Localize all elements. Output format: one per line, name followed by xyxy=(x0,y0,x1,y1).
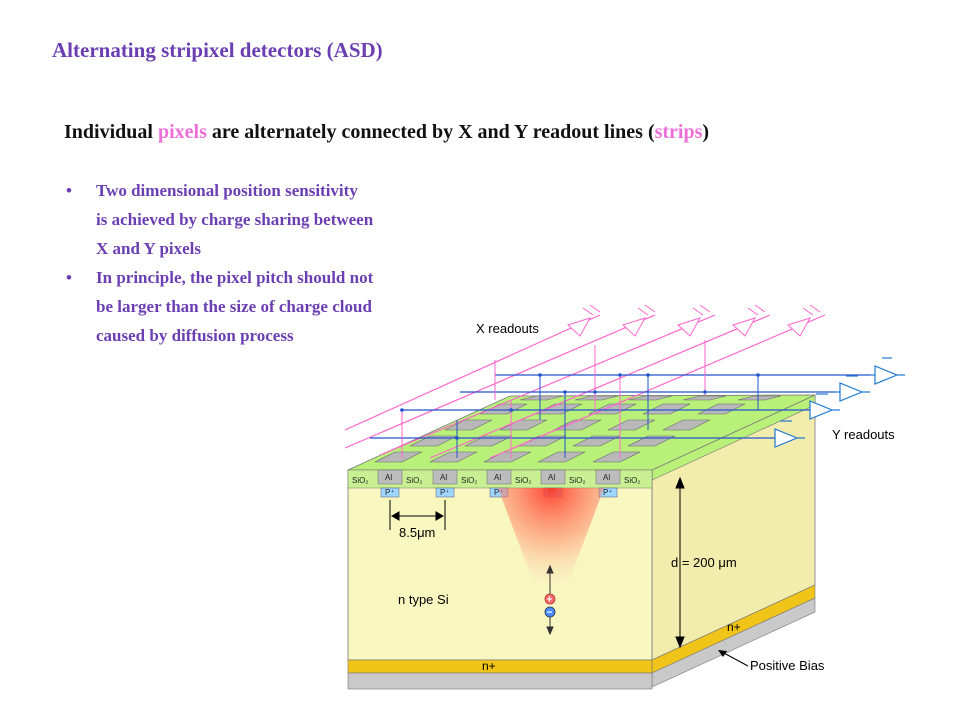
amplifier-icon xyxy=(809,393,840,420)
amplifier-icon xyxy=(622,304,656,337)
pixel xyxy=(374,451,423,463)
surface-cross-section: Al Al Al Al Al SiO₂ SiO₂ SiO₂ SiO₂ SiO₂ … xyxy=(347,469,653,498)
x-readout-line xyxy=(344,314,656,449)
hole-sign: + xyxy=(547,595,553,606)
thickness-dimension xyxy=(675,476,685,649)
aluminum-contact xyxy=(377,469,403,485)
x-readout-lines xyxy=(344,314,826,459)
pixel xyxy=(519,395,564,401)
aluminum-contact xyxy=(595,469,621,485)
pixel xyxy=(537,451,586,463)
charge-cloud xyxy=(498,488,604,600)
n-plus-bottom-label: n+ xyxy=(482,659,496,673)
electron-sign: − xyxy=(547,608,553,619)
front-n-plus-layer xyxy=(347,659,653,674)
sio2-label: SiO₂ xyxy=(624,476,640,485)
pixel xyxy=(534,403,583,415)
x-readout-line xyxy=(429,314,771,459)
amplifier-icon xyxy=(567,304,601,337)
aluminum-contact xyxy=(432,469,458,485)
bullet-item: • Two dimensional position sensitivity i… xyxy=(66,176,506,263)
pixel xyxy=(592,451,641,463)
front-metal-layer xyxy=(347,672,653,690)
bullet-line: be larger than the size of charge cloud xyxy=(96,297,372,316)
amplifier-icon xyxy=(787,304,821,337)
sio2-label: SiO₂ xyxy=(352,476,368,485)
pixel xyxy=(588,403,637,415)
bullet-line: Two dimensional position sensitivity xyxy=(96,181,358,200)
p-plus-label: P⁺ xyxy=(440,488,450,497)
aluminum-contact xyxy=(486,469,512,485)
subtitle-part-3: ) xyxy=(702,121,710,143)
aluminum-contact xyxy=(540,469,566,485)
thickness-label: d = 200 μm xyxy=(671,555,737,570)
amplifier-icon xyxy=(732,304,766,337)
x-readout-amplifiers xyxy=(567,304,821,337)
pixel xyxy=(662,419,711,431)
x-readouts-label: X readouts xyxy=(476,321,539,336)
al-label: Al xyxy=(385,473,392,482)
pitch-dimension xyxy=(389,500,446,530)
amplifier-icon xyxy=(774,420,805,448)
al-label: Al xyxy=(548,473,555,482)
subtitle-pixels-word: pixels xyxy=(157,121,207,143)
p-plus-implant xyxy=(380,487,400,498)
bullet-line: In principle, the pixel pitch should not xyxy=(96,268,374,287)
subtitle-strips-word: strips xyxy=(654,121,703,143)
al-label: Al xyxy=(494,473,501,482)
pixel xyxy=(429,451,478,463)
bullet-list: • Two dimensional position sensitivity i… xyxy=(66,176,506,350)
slide-title: Alternating stripixel detectors (ASD) xyxy=(52,38,383,62)
pixel xyxy=(697,403,746,415)
al-label: Al xyxy=(603,473,610,482)
sio2-label: SiO₂ xyxy=(515,476,531,485)
bulk-label: n type Si xyxy=(398,592,449,607)
positive-bias-label: Positive Bias xyxy=(750,658,825,673)
y-readouts-label: Y readouts xyxy=(832,427,895,442)
pixel xyxy=(642,403,691,415)
y-readout-lines xyxy=(370,374,870,439)
p-plus-label: P⁺ xyxy=(494,488,504,497)
x-readout-line xyxy=(379,314,716,456)
p-plus-label: P⁺ xyxy=(385,488,395,497)
amplifier-icon xyxy=(835,375,870,402)
bias-pointer xyxy=(721,651,749,667)
bullet-line: is achieved by charge sharing between xyxy=(96,210,374,229)
n-plus-side-label: n+ xyxy=(727,620,741,634)
slide-subtitle: Individual pixels are alternately connec… xyxy=(64,121,709,144)
sio2-label: SiO₂ xyxy=(461,476,477,485)
al-label: Al xyxy=(440,473,447,482)
pitch-label: 8.5μm xyxy=(399,525,435,540)
detector-front-face xyxy=(347,469,653,661)
bullet-marker: • xyxy=(66,268,72,287)
bias-pointer-head xyxy=(718,650,727,657)
amplifier-icon xyxy=(677,304,711,337)
bullet-marker: • xyxy=(66,181,72,200)
pixel-connections xyxy=(401,340,759,458)
amplifier-icon xyxy=(870,357,905,385)
subtitle-part-1: Individual xyxy=(64,121,158,143)
bullet-line: caused by diffusion process xyxy=(96,326,294,345)
x-readout-line xyxy=(344,314,601,431)
pixel xyxy=(553,419,602,431)
subtitle-part-2: are alternately connected by X and Y rea… xyxy=(206,121,655,143)
x-readout-line xyxy=(489,314,826,459)
p-plus-implant xyxy=(435,487,455,498)
pixel xyxy=(737,395,782,401)
pixel xyxy=(574,395,619,401)
drift-arrows xyxy=(546,564,554,636)
p-plus-label: P⁺ xyxy=(603,488,613,497)
connection-nodes xyxy=(400,373,760,440)
bullet-line: X and Y pixels xyxy=(96,239,202,258)
pixel xyxy=(682,395,727,401)
bullet-item: • In principle, the pixel pitch should n… xyxy=(66,263,506,350)
sio2-label: SiO₂ xyxy=(569,476,585,485)
pixel xyxy=(628,395,673,401)
y-readout-amplifiers xyxy=(774,357,905,448)
sio2-label: SiO₂ xyxy=(406,476,422,485)
